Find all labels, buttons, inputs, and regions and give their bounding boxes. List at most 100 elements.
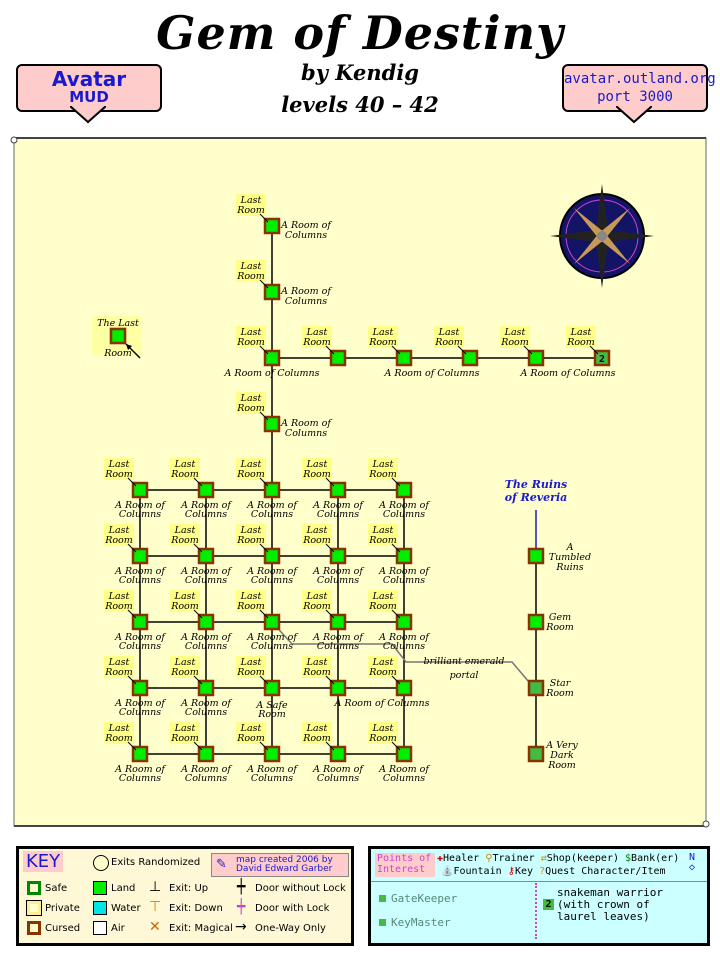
room-label-text: Columns (185, 707, 227, 718)
key-air-label: Air (111, 923, 125, 934)
room-label-text: Columns (285, 428, 327, 439)
portal-label-2: portal (450, 670, 479, 681)
room-label-text: Columns (285, 230, 327, 241)
room-label-text: Columns (251, 575, 293, 586)
room-label-text: Last (174, 459, 196, 470)
room-label-text: Columns (383, 773, 425, 784)
room-label-text: Room (170, 601, 199, 612)
room-label-text: Last (240, 525, 262, 536)
room-label-text: Tumbled (549, 552, 591, 563)
room-label-text: A Room of (180, 500, 232, 511)
last-room-arrow (391, 609, 401, 619)
room-label-text: Dark (549, 750, 574, 761)
water-swatch-icon (93, 901, 107, 915)
room-label-text: A Room of (378, 500, 430, 511)
badge-avatar-text: Avatar (51, 67, 127, 91)
poi-title-1: Points of (377, 853, 432, 864)
last-room-highlight (368, 656, 398, 678)
last-room-arrow (127, 609, 137, 619)
last-room-highlight (236, 326, 266, 348)
room-label-text: A Room of (312, 764, 364, 775)
badge-left-tail (70, 106, 106, 124)
grid-room (329, 679, 347, 697)
room-label-text: Room (170, 667, 199, 678)
healer-icon: ✚ (437, 853, 444, 864)
room-label-text: Room (368, 469, 397, 480)
room-label-text: Last (372, 525, 394, 536)
ruins-room (527, 679, 545, 697)
one-way-arrow-head (126, 344, 132, 350)
room-label-text: A Room of (378, 566, 430, 577)
last-room-highlight (302, 656, 332, 678)
quest-icon: ? (539, 866, 546, 877)
last-room-highlight (236, 524, 266, 546)
grid-room (131, 613, 149, 631)
room-label-text: Room (368, 733, 397, 744)
room-label-text: Last (174, 723, 196, 734)
room-label-text: Room (434, 337, 463, 348)
room-label-text: Room (500, 337, 529, 348)
cursed-swatch-icon (27, 921, 41, 935)
room-label-text: Last (240, 459, 262, 470)
air-swatch-icon (93, 921, 107, 935)
key-one-way-label: One-Way Only (255, 923, 326, 934)
grid-room (329, 481, 347, 499)
last-room-highlight (170, 524, 200, 546)
room-label-text: Last (306, 657, 328, 668)
room-label-text: Room (103, 348, 132, 359)
last-room-arrow (259, 741, 269, 751)
room-label-text: Room (170, 535, 199, 546)
key-exit-up-label: Exit: Up (169, 883, 209, 894)
one-way-icon: → (235, 919, 247, 935)
room-label-text: Columns (383, 509, 425, 520)
poi-title-box: Points of Interest (375, 853, 435, 877)
room-label-text: A Room of (280, 220, 332, 231)
last-room-arrow (259, 345, 269, 355)
avatar-mud-badge: Avatar MUD (16, 64, 162, 112)
last-room-highlight (236, 656, 266, 678)
last-room-highlight (170, 458, 200, 480)
room-label-text: Last (240, 195, 262, 206)
last-room-arrow (259, 675, 269, 685)
poi-shop-label: Shop(keeper) (546, 853, 619, 864)
last-room-arrow (259, 213, 269, 223)
map-levels: levels 40 – 42 (281, 92, 439, 117)
portal-label-1: brilliant emerald (424, 656, 505, 667)
room-label-text: Last (240, 261, 262, 272)
room-label-text: A Room of (114, 566, 166, 577)
private-swatch-icon (26, 900, 42, 916)
poi-gatekeeper: GateKeeper (391, 892, 458, 905)
last-room-arrow (127, 675, 137, 685)
room-label-text: Last (570, 327, 592, 338)
key-exit-magical-label: Exit: Magical (169, 923, 233, 934)
last-room-arrow (325, 345, 335, 355)
ruins-room (527, 613, 545, 631)
room-label-text: Room (236, 271, 265, 282)
key-land-label: Land (111, 883, 136, 894)
room-label-text: Last (240, 327, 262, 338)
poi-item-line1: snakeman warrior (557, 886, 663, 899)
room-label-text: Room (236, 403, 265, 414)
poi-column-divider (535, 883, 537, 939)
grid-room (197, 481, 215, 499)
credit-line2: David Edward Garber (236, 864, 333, 874)
grid-room (395, 745, 413, 763)
bank-icon: $ (625, 853, 632, 864)
room-label-text: Columns (383, 575, 425, 586)
last-room-highlight (236, 260, 266, 282)
room-label-text: Last (240, 393, 262, 404)
last-room-highlight (368, 722, 398, 744)
last-room-highlight (104, 458, 134, 480)
fountain-icon: ⛲ (441, 866, 454, 877)
room-label-text: A Room of (312, 566, 364, 577)
room-label-text: Room (302, 733, 331, 744)
room-label-text: Room (302, 337, 331, 348)
last-room-arrow (193, 741, 203, 751)
grid-room (395, 481, 413, 499)
ruins-room (527, 547, 545, 565)
last-room-arrow (193, 477, 203, 487)
grid-room (131, 679, 149, 697)
last-room-highlight (104, 656, 134, 678)
exit-magical-icon: ✕ (149, 919, 161, 935)
